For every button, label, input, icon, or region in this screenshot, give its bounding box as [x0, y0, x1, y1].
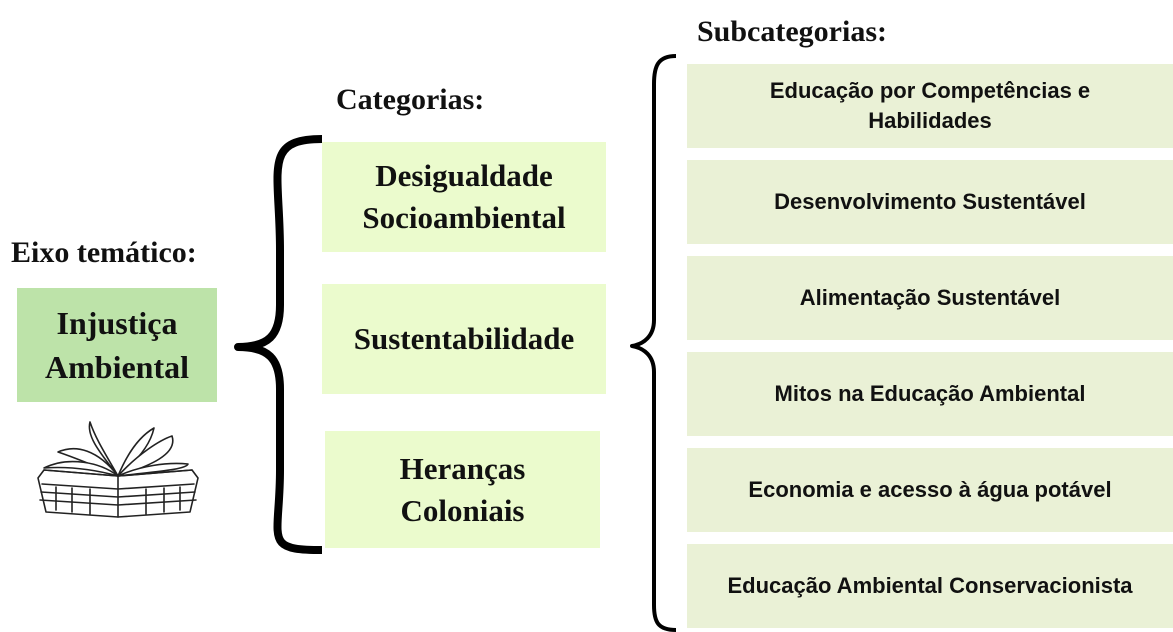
category-label-line2: Socioambiental [362, 200, 566, 235]
eixo-box-line2: Ambiental [45, 349, 189, 385]
category-label-line1: Sustentabilidade [353, 321, 575, 356]
eixo-heading: Eixo temático: [11, 236, 197, 269]
subcategory-box-5: Economia e acesso à água potável [687, 448, 1173, 532]
category-label-line1: Heranças [399, 450, 526, 486]
subcategory-box-6: Educação Ambiental Conservacionista [687, 544, 1173, 628]
subcategory-box-2: Desenvolvimento Sustentável [687, 160, 1173, 244]
eixo-box: Injustiça Ambiental [17, 288, 217, 402]
eixo-box-line1: Injustiça [56, 305, 178, 341]
categorias-heading: Categorias: [336, 83, 485, 116]
category-box-3: Heranças Coloniais [325, 431, 600, 548]
subcategory-label-line1: Desenvolvimento Sustentável [774, 189, 1086, 214]
subcategory-box-3: Alimentação Sustentável [687, 256, 1173, 340]
subcategory-label-line1: Educação Ambiental Conservacionista [727, 573, 1133, 598]
category-box-1: Desigualdade Socioambiental [322, 142, 606, 252]
category-label-line1: Desigualdade [375, 158, 553, 193]
subcategory-label-line1: Mitos na Educação Ambiental [774, 381, 1086, 406]
subcategory-box-4: Mitos na Educação Ambiental [687, 352, 1173, 436]
category-label-line2: Coloniais [400, 492, 525, 528]
subcategory-box-1: Educação por Competências e Habilidades [687, 64, 1173, 148]
category-box-2: Sustentabilidade [322, 284, 606, 394]
subcategory-label-line1: Educação por Competências e [769, 78, 1091, 103]
subcategory-label-line2: Habilidades [868, 108, 992, 133]
subcategory-label-line1: Alimentação Sustentável [799, 285, 1061, 310]
subcategory-label-line1: Economia e acesso à água potável [748, 477, 1112, 502]
subcategorias-heading: Subcategorias: [697, 15, 887, 48]
